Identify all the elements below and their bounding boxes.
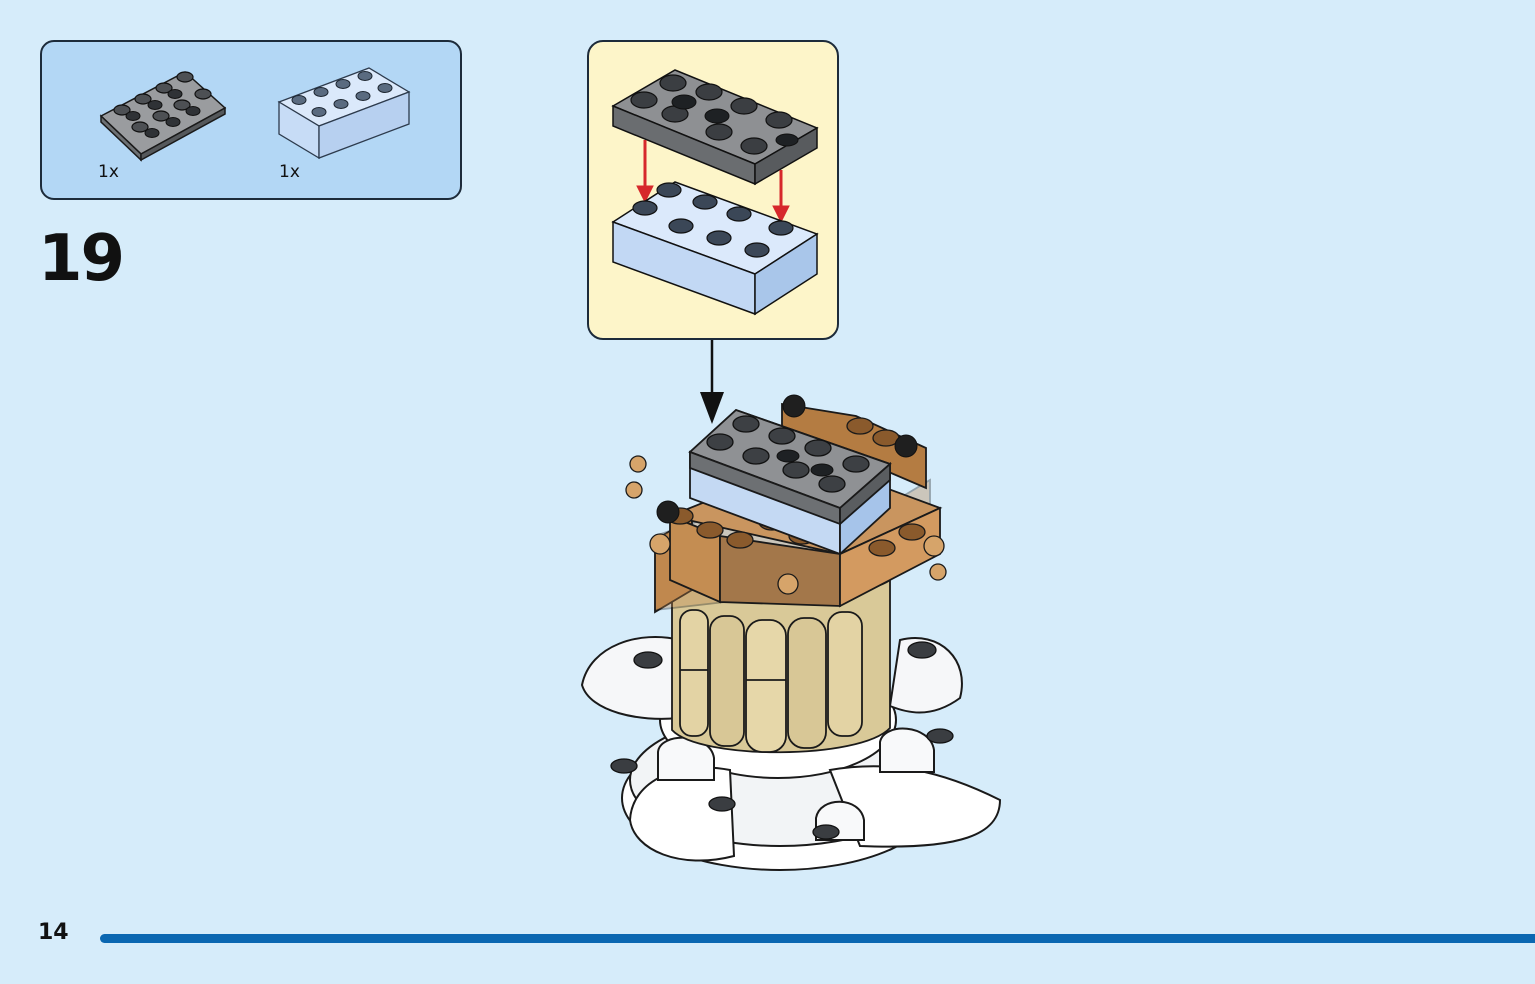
- step-number: 19: [38, 222, 125, 296]
- progress-bar: [100, 934, 1535, 943]
- red-down-arrow-icon: [636, 140, 790, 224]
- down-arrow-icon: [700, 340, 724, 424]
- part-quantity: 1x: [98, 162, 119, 182]
- main-model-illustration: [580, 340, 1002, 871]
- sub-assembly-callout: [587, 40, 839, 340]
- part-quantity: 1x: [279, 162, 300, 182]
- page-number: 14: [38, 920, 69, 945]
- sub-assembly-illustration: [611, 69, 819, 316]
- parts-list-box: 1x 1x: [40, 40, 462, 200]
- light-blue-brick-part: [277, 67, 411, 160]
- dark-grey-plate-part: [99, 71, 227, 162]
